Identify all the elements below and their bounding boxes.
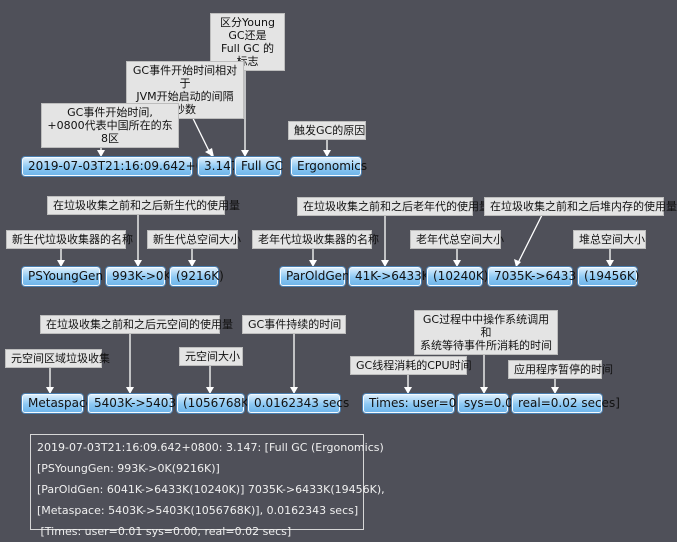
log-line: 2019-07-03T21:16:09.642+0800: 3.147: [Fu… xyxy=(37,441,384,454)
log-line: [PSYoungGen: 993K->0K(9216K)] xyxy=(37,462,220,475)
meta-total-note: 元空间大小 xyxy=(179,347,243,366)
meta-collector-note: 元空间区域垃圾收集 xyxy=(5,349,110,368)
heap-total-note: 堆总空间大小 xyxy=(573,230,646,249)
start-time-note: GC事件开始时间, +0800代表中国所在的东8区 xyxy=(41,103,179,148)
young-usage-pill: 993K->0K xyxy=(106,267,171,286)
metaspace-pill: Metaspace xyxy=(22,394,93,413)
gc-log-example: 2019-07-03T21:16:09.642+0800: 3.147: [Fu… xyxy=(30,434,385,538)
uptime-pill: 3.147 xyxy=(198,157,238,176)
gc-duration-note: GC事件持续的时间 xyxy=(242,315,346,334)
full-gc-pill: Full GC xyxy=(235,157,283,176)
gc-cause-note: 触发GC的原因 xyxy=(288,121,366,140)
meta-usage-note: 在垃圾收集之前和之后元空间的使用量 xyxy=(40,315,233,334)
old-size-pill: (10240K) xyxy=(427,267,488,286)
log-line: [ParOldGen: 6041K->6433K(10240K)] 7035K-… xyxy=(37,483,385,496)
meta-size-pill: (1056768K) xyxy=(177,394,254,413)
timestamp-pill: 2019-07-03T21:16:09.642+0800 xyxy=(22,157,226,176)
old-collector-note: 老年代垃圾收集器的名称 xyxy=(252,230,379,249)
duration-pill: 0.0162343 secs xyxy=(248,394,349,413)
young-total-note: 新生代总空间大小 xyxy=(147,230,241,249)
young-size-pill: (9216K) xyxy=(170,267,224,286)
young-collector-note: 新生代垃圾收集器的名称 xyxy=(6,230,133,249)
meta-usage-pill: 5403K->5403K xyxy=(88,394,184,413)
sys-time-pill: sys=0.00 xyxy=(458,394,520,413)
user-time-pill: Times: user=0.08 xyxy=(363,394,475,413)
log-line: [Times: user=0.01 sys=0.00, real=0.02 se… xyxy=(37,525,292,538)
heap-usage-note: 在垃圾收集之前和之后堆内存的使用量 xyxy=(484,197,677,216)
ergonomics-pill: Ergonomics xyxy=(291,157,367,176)
heap-size-pill: (19456K) xyxy=(578,267,639,286)
par-old-gen-pill: ParOldGen xyxy=(280,267,350,286)
pause-time-note: 应用程序暂停的时间 xyxy=(508,360,613,379)
old-usage-note: 在垃圾收集之前和之后老年代的使用量 xyxy=(297,197,490,216)
old-usage-pill: 41K->6433K xyxy=(349,267,430,286)
old-total-note: 老年代总空间大小 xyxy=(410,230,504,249)
heap-usage-pill: 7035K->6433K xyxy=(488,267,584,286)
ps-young-gen-pill: PSYoungGen xyxy=(22,267,103,286)
young-usage-note: 在垃圾收集之前和之后新生代的使用量 xyxy=(47,196,240,215)
cpu-time-note: GC线程消耗的CPU时间 xyxy=(350,356,472,375)
real-time-pill: real=0.02 seces] xyxy=(512,394,620,413)
os-time-note: GC过程中中操作系统调用和 系统等待事件所消耗的时间 xyxy=(414,310,558,355)
log-line: [Metaspace: 5403K->5403K(1056768K)], 0.0… xyxy=(37,504,359,517)
